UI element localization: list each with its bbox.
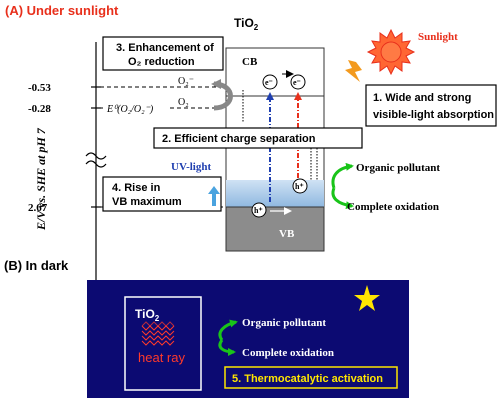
tio2-dark-frame (124, 296, 202, 391)
electron-circle-left (262, 74, 278, 90)
tio2-label: TiO2 (234, 16, 259, 32)
axis-break-icon (85, 152, 107, 168)
box3-line2: O₂ reduction (128, 56, 195, 68)
tick-label-267: 2.67 (28, 202, 48, 214)
oxidation-arrow (331, 187, 354, 210)
complete-oxidation-label: Complete oxidation (347, 201, 439, 213)
cb-label: CB (242, 56, 258, 68)
dark-organic-pollutant-label: Organic pollutant (242, 317, 326, 329)
o2-minus-label: O₂⁻ (178, 76, 194, 87)
o2-label: O₂ (178, 97, 189, 108)
hole-circle-upper (292, 178, 308, 194)
sunlight-label: Sunlight (418, 31, 458, 43)
lightning-icon (345, 60, 362, 82)
organic-pollutant-label: Organic pollutant (356, 162, 440, 174)
star-icon (354, 285, 380, 311)
conduction-band (225, 47, 325, 97)
panel-a: (A) Under sunlight Sunlight TiO2 CB VB e… (5, 3, 497, 331)
vb-rise-arrow-head (208, 186, 220, 194)
o2-reduction-arrow (211, 79, 233, 111)
panel-b-heading: (B) In dark (4, 258, 69, 273)
tio2-dark-label: TiO2 (135, 307, 160, 323)
box5-thermocatalytic (224, 366, 398, 389)
sun-icon (366, 28, 416, 76)
heat-ray-waves-icon (141, 321, 175, 346)
box1-line1: 1. Wide and strong (373, 92, 471, 104)
pollutant-arrow (331, 162, 354, 189)
hole-lower-label: h⁺ (254, 206, 263, 215)
vb-label: VB (279, 228, 295, 240)
box1-visible-absorption (365, 84, 497, 127)
box1-line2: visible-light absorption (373, 109, 494, 121)
box4-line2: VB maximum (112, 196, 182, 208)
box4-vb-rise (102, 176, 222, 212)
dark-pollutant-arrow (218, 319, 238, 341)
energy-axis-label: E/V vs. SHE at pH 7 (34, 127, 48, 231)
tick-label-minus-053: -0.53 (28, 82, 51, 94)
box2-label: 2. Efficient charge separation (162, 133, 316, 145)
box3-o2-reduction (102, 36, 224, 71)
vb-rise-arrow-shaft (212, 193, 216, 206)
dark-oxidation-arrow (218, 339, 236, 356)
valence-band (225, 206, 325, 252)
dark-background (87, 280, 409, 398)
dark-complete-oxidation-label: Complete oxidation (242, 347, 334, 359)
electron-circle-right (290, 74, 306, 90)
panel-b: (B) In dark TiO2 heat ray Organic pollut… (4, 258, 409, 398)
tick-label-minus-028: -0.28 (28, 103, 51, 115)
hole-circle-lower (251, 202, 267, 218)
uv-light-label: UV-light (171, 161, 211, 173)
vb-raised-region (226, 180, 324, 207)
box2-charge-separation (153, 127, 363, 149)
electron-right-label: e⁻ (293, 78, 301, 87)
panel-a-heading: (A) Under sunlight (5, 3, 119, 18)
box4-line1: 4. Rise in (112, 182, 161, 194)
heat-ray-label: heat ray (138, 350, 185, 365)
redox-potential-label: E⁰(O₂/O₂⁻) (106, 104, 154, 115)
electron-left-label: e⁻ (265, 78, 273, 87)
box5-label: 5. Thermocatalytic activation (232, 373, 383, 385)
hole-upper-label: h⁺ (295, 182, 304, 191)
box3-line1: 3. Enhancement of (116, 42, 214, 54)
